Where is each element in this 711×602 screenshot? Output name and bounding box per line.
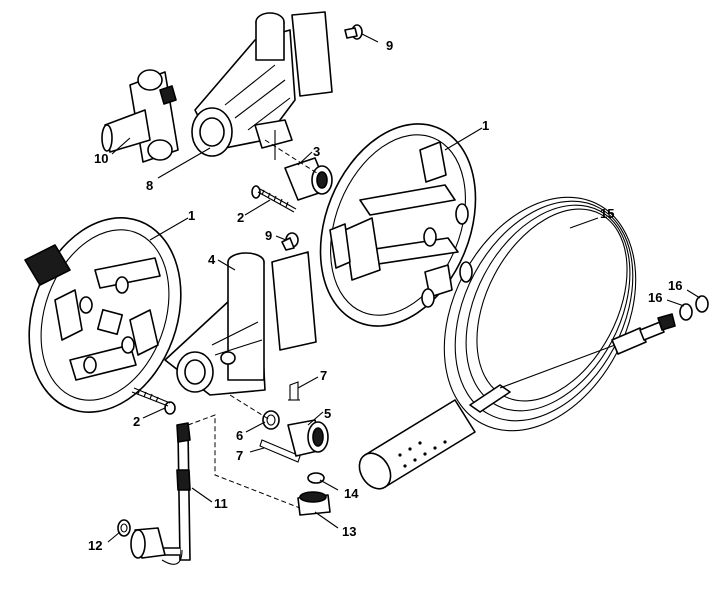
clip-upper [288, 381, 300, 401]
assembly-lines [187, 139, 321, 509]
lower-frame [164, 251, 317, 396]
reel-disc-left [24, 217, 182, 413]
label-9a: 9 [386, 38, 393, 53]
screw-lower [131, 387, 176, 415]
label-12: 12 [88, 538, 102, 553]
o-rings-16 [679, 295, 709, 321]
inlet-hose [159, 422, 191, 565]
crank-handle [101, 69, 179, 163]
label-16b: 16 [668, 278, 682, 293]
label-16a: 16 [648, 290, 662, 305]
hose-gun [358, 313, 676, 490]
label-6: 6 [236, 428, 243, 443]
label-10: 10 [94, 151, 108, 166]
label-7a: 7 [320, 368, 327, 383]
reel-disc-right [319, 123, 477, 327]
upper-frame [191, 11, 333, 160]
label-15: 15 [600, 206, 614, 221]
bushing [297, 491, 331, 516]
leader-lines [107, 33, 701, 543]
label-14: 14 [344, 486, 359, 501]
label-9b: 9 [265, 228, 272, 243]
screw-upper [251, 185, 297, 213]
screw-middle [281, 232, 299, 251]
label-1a: 1 [482, 118, 489, 133]
screw-top [344, 24, 363, 40]
label-3: 3 [313, 144, 320, 159]
label-4: 4 [208, 252, 216, 267]
label-1b: 1 [188, 208, 195, 223]
label-11: 11 [214, 496, 228, 511]
clip-lower [259, 439, 301, 463]
label-5: 5 [324, 406, 331, 421]
nozzle-holes [398, 440, 447, 468]
washer-12 [117, 519, 131, 537]
label-2a: 2 [237, 210, 244, 225]
elbow-fitting [130, 527, 166, 559]
part-labels: 1 1 2 2 3 4 5 6 7 7 8 9 9 10 11 12 13 14… [88, 38, 682, 553]
label-8: 8 [146, 178, 153, 193]
swivel-fitting [287, 419, 329, 457]
label-2b: 2 [133, 414, 140, 429]
label-13: 13 [342, 524, 356, 539]
connector [284, 157, 333, 201]
o-ring-6 [262, 410, 280, 430]
label-7b: 7 [236, 448, 243, 463]
